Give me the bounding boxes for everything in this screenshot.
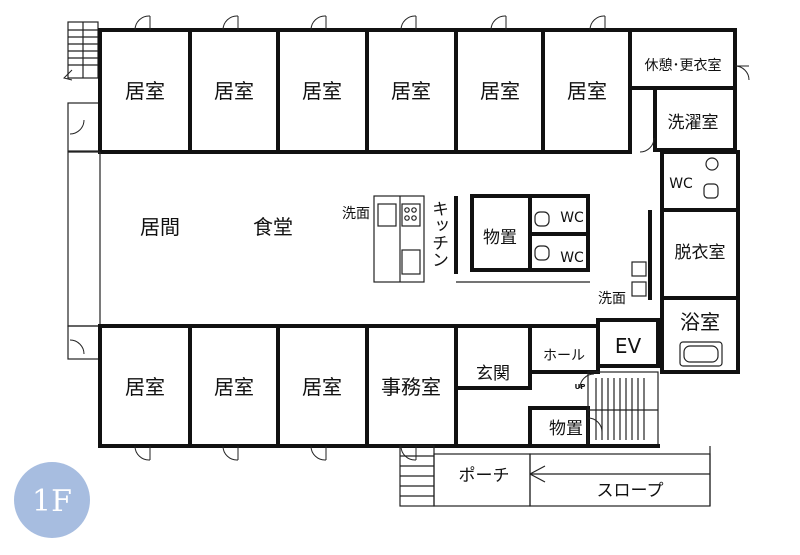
left-wing-lower [67, 325, 101, 360]
storage-stair-label: 物置 [549, 419, 583, 439]
dressing-label: 脱衣室 [675, 243, 726, 263]
floor-badge-label: 1F [32, 484, 72, 519]
wc-upper-label: WC [560, 210, 584, 226]
room-label-top-6: 居室 [567, 79, 607, 103]
room-label-top-5: 居室 [480, 79, 520, 103]
wc-lower-label: WC [560, 250, 584, 266]
room-label-top-4: 居室 [391, 79, 431, 103]
porch-label: ポーチ [459, 466, 510, 486]
room-label-top-1: 居室 [125, 79, 165, 103]
exterior-stair-top [63, 21, 99, 81]
room-label-bottom-3: 居室 [302, 375, 342, 399]
living-label: 居間 [140, 215, 180, 239]
hall-label: ホール [543, 348, 585, 364]
room-label-top-2: 居室 [214, 79, 254, 103]
toilet-right-label: WC [669, 176, 693, 192]
room-label-bottom-1: 居室 [125, 375, 165, 399]
interior-stair [588, 378, 658, 440]
rest-room-label: 休憩･更衣室 [645, 57, 722, 74]
dining-label: 食堂 [253, 215, 293, 239]
stair-up-label: UP [575, 383, 586, 391]
room-label-bottom-2: 居室 [214, 375, 254, 399]
doors [69, 15, 750, 461]
washbasin-kitchen-label: 洗面 [342, 206, 370, 222]
storage-center-label: 物置 [483, 228, 517, 248]
slope-label: スロープ [597, 481, 664, 501]
elevator-label: EV [615, 334, 642, 358]
laundry-label: 洗濯室 [668, 113, 719, 133]
labels: 居室 居室 居室 居室 居室 居室 休憩･更衣室 洗濯室 WC 居間 食堂 洗面… [125, 57, 726, 501]
fixtures [377, 157, 723, 367]
entrance-label: 玄関 [476, 364, 510, 384]
kitchen-label: キッチン [428, 200, 448, 268]
left-wing-upper [67, 102, 101, 152]
walls [67, 28, 740, 448]
office-label: 事務室 [381, 375, 441, 399]
bath-label: 浴室 [680, 310, 720, 334]
room-label-top-3: 居室 [302, 79, 342, 103]
washbasin-hall-label: 洗面 [598, 291, 626, 307]
porch-area [399, 445, 711, 507]
floor-badge: 1F [14, 462, 90, 538]
